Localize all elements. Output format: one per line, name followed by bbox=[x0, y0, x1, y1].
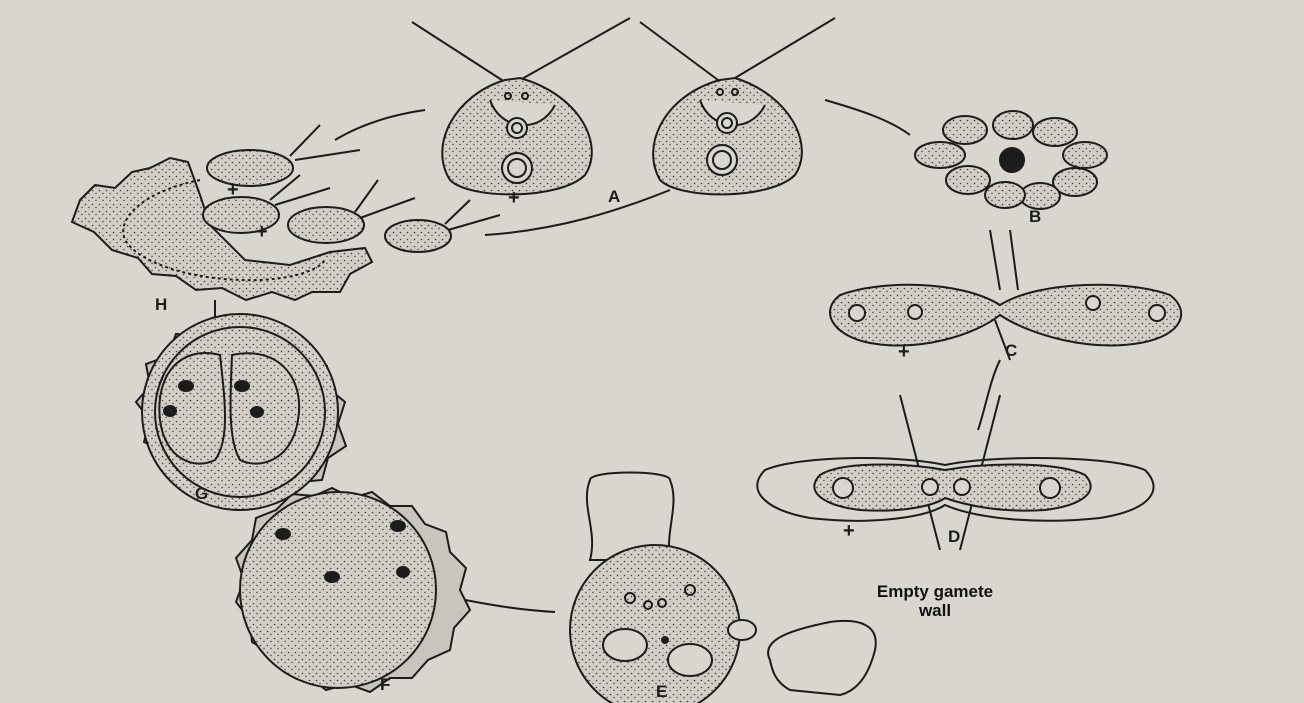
stage-e-zygospore-germination bbox=[570, 473, 876, 703]
plus-sign: + bbox=[843, 521, 855, 541]
stage-label-c: C bbox=[1005, 342, 1017, 359]
plus-sign: + bbox=[898, 342, 910, 362]
stage-g-zygospore-meiosis bbox=[136, 314, 346, 510]
stage-label-g: G bbox=[195, 485, 208, 502]
stage-label-a: A bbox=[608, 188, 620, 205]
stage-label-b: B bbox=[1029, 208, 1041, 225]
stage-label-h: H bbox=[155, 296, 167, 313]
stage-f-zygospore bbox=[236, 488, 470, 692]
stage-h-zoospore-release bbox=[72, 125, 500, 300]
plus-sign: + bbox=[227, 180, 239, 200]
stage-label-f: F bbox=[380, 676, 390, 693]
plus-sign: + bbox=[256, 222, 268, 242]
stage-a-cells bbox=[412, 18, 835, 194]
stage-label-d: D bbox=[948, 528, 960, 545]
stage-label-e: E bbox=[656, 683, 667, 700]
empty-gamete-wall-label: Empty gamete wall bbox=[865, 582, 1005, 620]
stage-b-rosette bbox=[915, 111, 1107, 209]
plus-sign: + bbox=[508, 188, 520, 208]
